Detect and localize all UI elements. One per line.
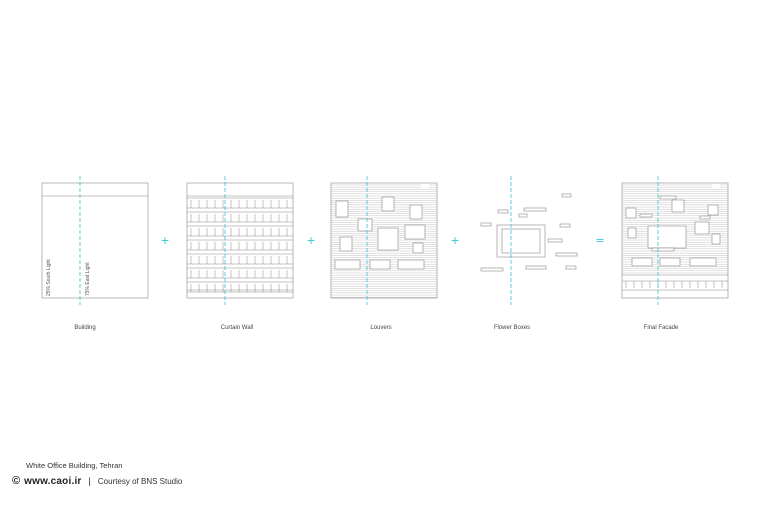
curtain-wall-outline <box>186 182 294 299</box>
flower-box <box>525 265 547 270</box>
louver-opening <box>381 196 395 212</box>
final-facade-notch <box>712 182 720 188</box>
louver-opening <box>339 236 353 252</box>
stage-label-curtain-wall: Curtain Wall <box>220 325 254 331</box>
final-facade-opening <box>689 257 717 267</box>
final-facade-opening <box>647 225 687 249</box>
flower-box <box>497 209 509 214</box>
south-light-annotation: 25% South Light <box>46 259 52 296</box>
stage-label-building: Building <box>74 325 96 331</box>
copyright-icon: © <box>12 475 21 487</box>
final-facade-opening <box>625 207 637 219</box>
credit-separator: | <box>88 476 91 486</box>
flower-box <box>480 267 504 272</box>
flower-box <box>518 213 528 218</box>
final-facade-opening <box>627 227 637 239</box>
final-facade-opening <box>694 221 710 235</box>
louver-opening <box>357 218 373 232</box>
caption: White Office Building, Tehran <box>26 461 123 470</box>
louver-opening <box>334 259 361 270</box>
final-facade-outline <box>621 182 729 299</box>
final-facade-flower-box <box>639 213 653 218</box>
final-facade-opening <box>707 204 719 216</box>
flower-box <box>559 223 571 228</box>
final-facade-flower-box <box>659 195 677 200</box>
stage-label-final-facade: Final Facade <box>643 325 679 331</box>
louver-opening <box>377 227 399 251</box>
flower-box <box>565 265 577 270</box>
building-outline <box>41 182 149 299</box>
final-facade-flower-box <box>699 215 711 220</box>
final-facade-opening <box>711 233 721 245</box>
courtesy-text: Courtesy of BNS Studio <box>97 476 183 486</box>
east-light-annotation: 75% East Light <box>85 262 91 296</box>
plus-operator-3: + <box>450 234 460 247</box>
flower-box <box>480 222 492 227</box>
final-facade-opening <box>659 257 681 267</box>
flower-box <box>523 207 547 212</box>
equals-operator: = <box>595 234 605 247</box>
credit-line: © www.caoi.ir | Courtesy of BNS Studio <box>12 475 182 487</box>
plus-operator-1: + <box>160 234 170 247</box>
louver-opening <box>412 242 424 254</box>
louver-notch <box>421 182 429 188</box>
louver-opening <box>404 224 426 240</box>
stage-label-flower-boxes: Flower Boxes <box>493 325 531 331</box>
plus-operator-2: + <box>306 234 316 247</box>
final-facade-opening <box>631 257 653 267</box>
flower-box <box>555 252 578 257</box>
flower-box <box>547 238 563 243</box>
final-facade-opening <box>671 199 685 213</box>
site-link[interactable]: www.caoi.ir <box>24 475 82 487</box>
louver-opening <box>335 200 349 218</box>
stage-label-louvers: Louvers <box>370 325 392 331</box>
louver-opening <box>409 204 423 220</box>
louver-opening <box>397 259 425 270</box>
flower-box <box>561 193 572 198</box>
flower-box-inner <box>501 228 541 254</box>
final-facade-flower-box <box>651 247 675 252</box>
louvers-outline <box>330 182 438 299</box>
louver-opening <box>369 259 391 270</box>
